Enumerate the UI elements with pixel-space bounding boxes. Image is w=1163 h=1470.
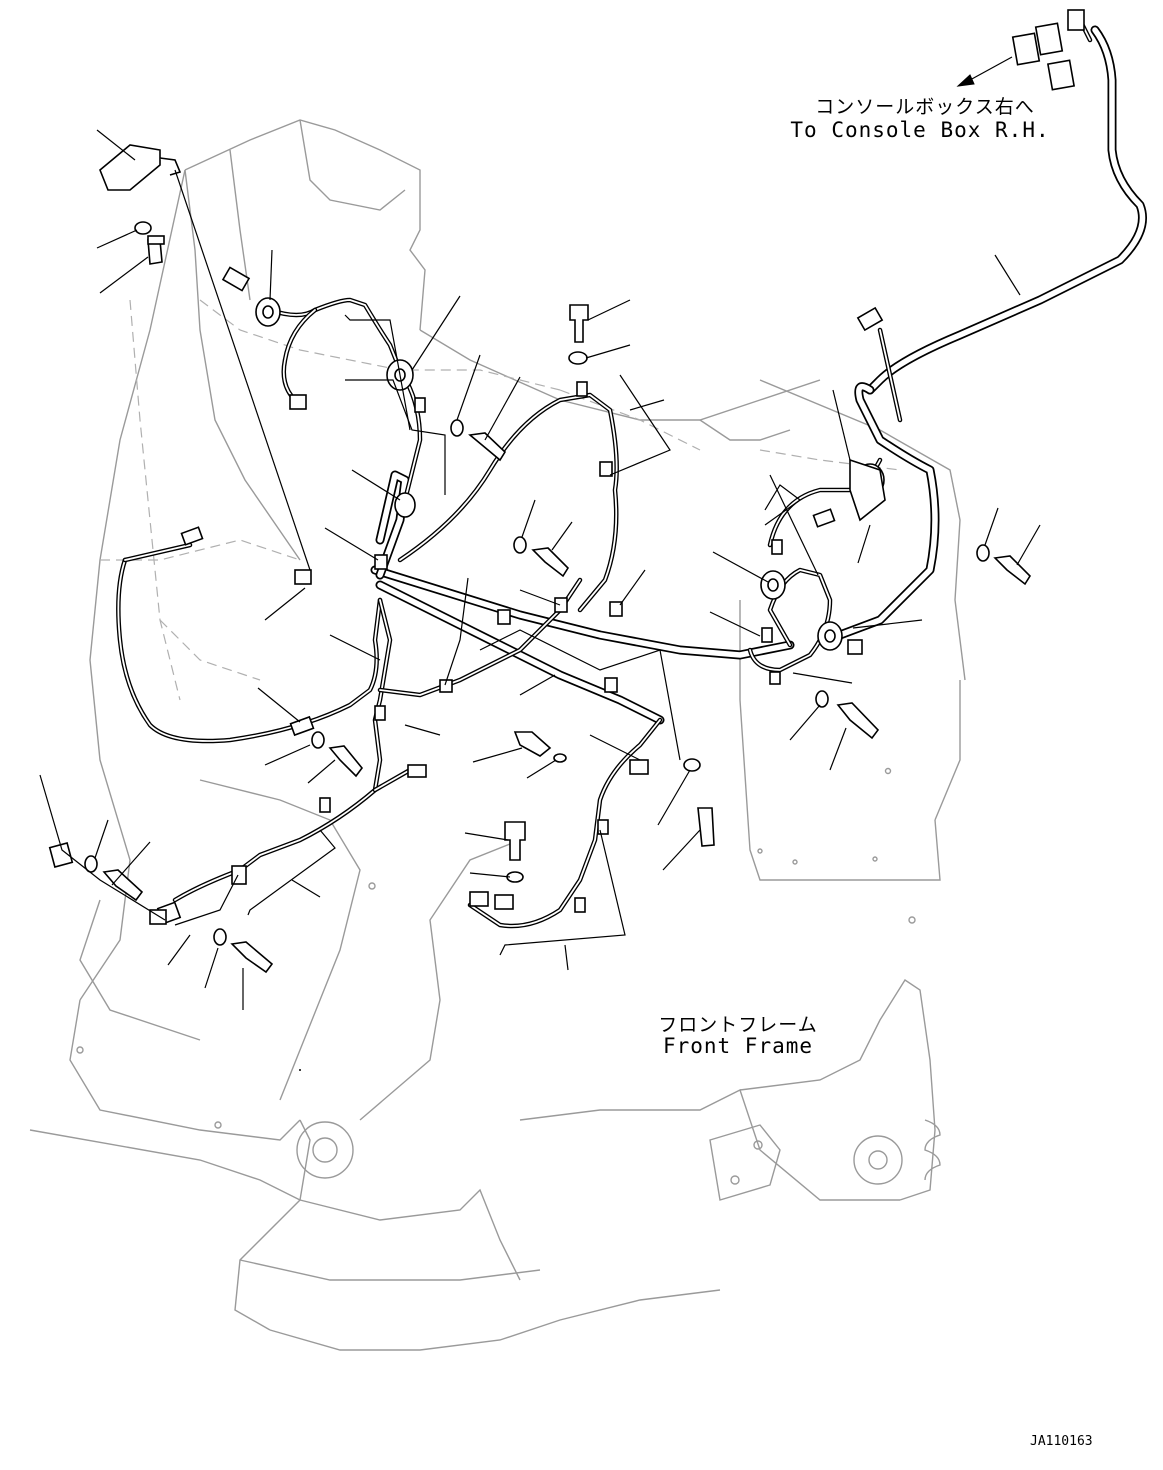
front-frame-outline bbox=[29, 119, 966, 1351]
console-box-label-jp: コンソールボックス右へ bbox=[815, 96, 1035, 118]
direction-arrow bbox=[956, 56, 1013, 87]
main-harness bbox=[370, 25, 1147, 725]
branch-wires bbox=[116, 17, 1093, 929]
console-box-label-en: To Console Box R.H. bbox=[790, 118, 1050, 142]
drawing-code: JA110163 bbox=[1030, 1434, 1093, 1449]
front-frame-label-en: Front Frame bbox=[662, 1034, 814, 1058]
front-frame-label-jp: フロントフレーム bbox=[658, 1014, 818, 1036]
leader-lines bbox=[39, 129, 1041, 1010]
connectors-and-clamps bbox=[48, 9, 1085, 925]
bolts-and-washers bbox=[84, 221, 1032, 1071]
